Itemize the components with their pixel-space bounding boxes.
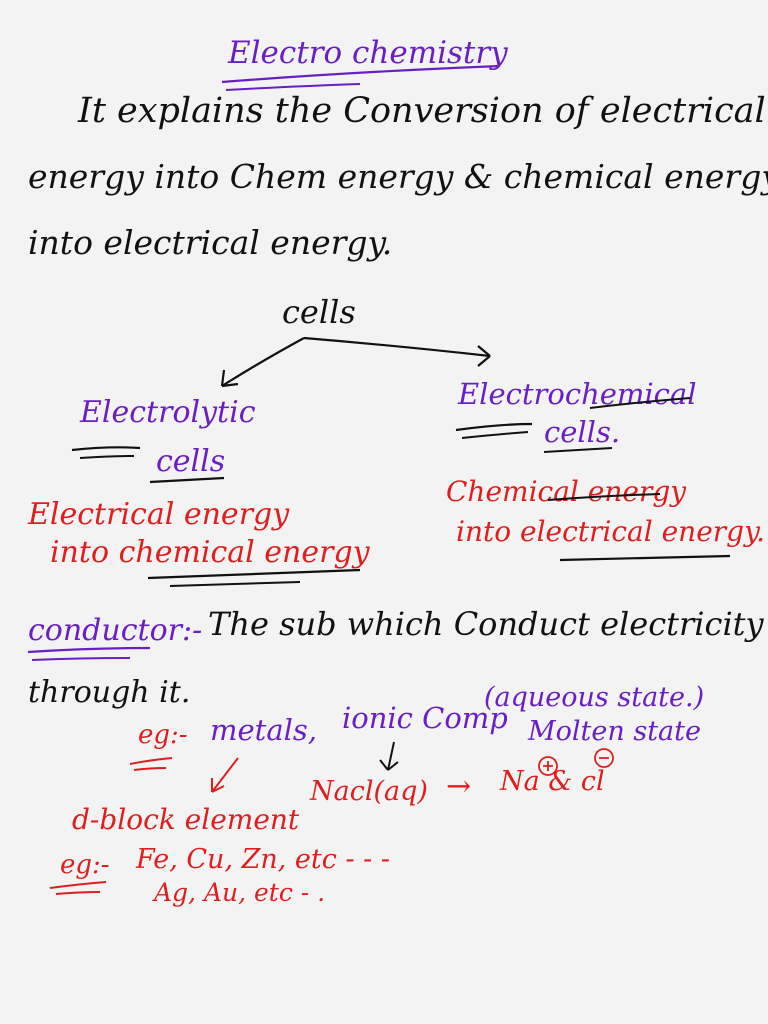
electrolytic-title-cells: cells: [156, 444, 226, 479]
eg2-underline-2: [55, 891, 101, 895]
electrochemical-desc-1: Chemical energy: [446, 475, 687, 508]
eg-prefix: eg:-: [138, 720, 188, 750]
arrow-to-electrochemical: [303, 336, 491, 358]
electrochemical-underline: [455, 422, 533, 432]
electrical-energy-underline: [559, 554, 731, 562]
definition-line-2: energy into Chem energy & chemical energ…: [28, 157, 768, 196]
electrochemical-title: Electrochemical: [458, 377, 697, 411]
arrow-metals-head: [211, 778, 225, 793]
definition-line-1: It explains the Conversion of electrical: [78, 91, 766, 131]
electrolytic-title: Electrolytic: [80, 395, 256, 430]
eg2-line-1: Fe, Cu, Zn, etc - - -: [136, 844, 390, 875]
conductor-definition-2: through it.: [28, 675, 191, 710]
conductor-label: conductor:-: [28, 613, 203, 648]
eg-aqueous-state: (aqueous state.): [484, 682, 705, 713]
arrow-metals-down: [211, 757, 239, 793]
eg2-prefix: eg:-: [60, 850, 110, 880]
electrolytic-desc-2: into chemical energy: [50, 535, 370, 570]
chemical-energy-underline-2: [169, 581, 301, 587]
electrochemical-underline-2: [461, 431, 529, 439]
definition-line-3: into electrical energy.: [28, 223, 393, 262]
arrow-ionic-down: [387, 741, 395, 771]
nacl-arrow: →: [446, 769, 472, 804]
eg-underline: [129, 757, 173, 765]
conductor-definition-1: The sub which Conduct electricity: [208, 605, 764, 643]
eg-molten-state: Molten state: [528, 716, 701, 747]
conductor-underline: [27, 646, 151, 654]
electrolytic-underline: [71, 446, 141, 452]
eg2-line-2: Ag, Au, etc - .: [154, 878, 326, 907]
electrolytic-desc-1: Electrical energy: [28, 497, 290, 532]
arrow-to-electrolytic: [221, 337, 305, 387]
electrolytic-underline-2: [79, 455, 135, 459]
d-block-element: d-block element: [72, 803, 300, 836]
eg-ionic-comp: ionic Comp: [342, 701, 508, 735]
cells-root: cells: [282, 293, 356, 331]
arrow-ionic-head: [379, 759, 399, 771]
eg-underline-2: [133, 767, 167, 771]
title-underline-2: [225, 83, 361, 91]
conductor-underline-2: [31, 657, 131, 661]
arrow-head-left: [220, 369, 239, 388]
nacl-aq: Nacl(aq): [310, 776, 428, 807]
chemical-energy-underline: [147, 568, 361, 580]
eg2-underline: [49, 881, 107, 889]
electrochemical-desc-2: into electrical energy.: [456, 515, 766, 548]
arrow-head-right: [477, 345, 491, 367]
electrochemical-title-cells: cells.: [544, 415, 621, 449]
nacl-ions: Na & cl: [500, 766, 605, 797]
minus-charge-circle: [594, 748, 614, 768]
eg-metals: metals,: [210, 713, 317, 747]
title: Electro chemistry: [228, 35, 508, 71]
